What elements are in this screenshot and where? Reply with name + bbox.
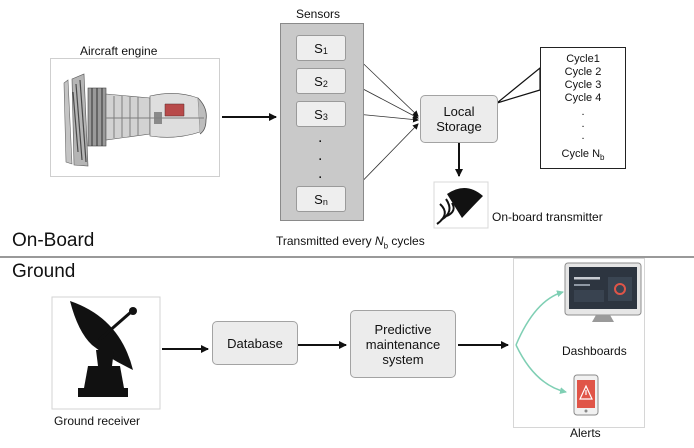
sensor-letter: S <box>314 40 323 56</box>
predictive-maintenance-box: Predictive maintenance system <box>350 310 456 378</box>
cycle-item: . <box>581 130 585 142</box>
section-label-onboard: On-Board <box>12 230 95 251</box>
sensor-ellipsis-dot: . <box>318 129 323 146</box>
transmitter-dish-icon <box>433 181 489 229</box>
alerts-label: Alerts <box>570 426 601 440</box>
pm-line-3: system <box>382 351 424 367</box>
cycle-item: Cycle1 <box>566 53 600 65</box>
sensor-ellipsis-dot: . <box>318 147 323 164</box>
sensor-letter: S <box>314 73 323 89</box>
transmit-caption-suffix: cycles <box>388 234 425 248</box>
cycle-item: . <box>581 106 585 118</box>
pm-line-1: Predictive <box>374 321 432 337</box>
sensor-index: 1 <box>322 46 328 56</box>
cycle-last-sub: b <box>600 153 605 163</box>
outputs-frame <box>513 258 645 428</box>
transmitter-label: On-board transmitter <box>492 210 603 224</box>
arrow-to-alerts <box>515 344 567 395</box>
arrow-to-dashboards <box>515 290 564 346</box>
monitor-dashboard-icon <box>564 262 642 322</box>
phone-alert-icon <box>573 374 599 416</box>
sensor-index: 3 <box>322 112 328 122</box>
database-box: Database <box>212 321 298 365</box>
storage-line-1: Local <box>443 104 475 119</box>
sensors-title: Sensors <box>296 7 341 21</box>
engine-label: Aircraft engine <box>80 44 158 58</box>
sensor-letter: S <box>314 191 323 207</box>
database-label: Database <box>227 335 283 351</box>
engine-frame <box>50 58 220 177</box>
dashboards-label: Dashboards <box>562 344 627 358</box>
transmit-caption: Transmitted every Nb cycles <box>276 234 425 250</box>
cycle-item: Cycle 2 <box>564 66 602 78</box>
pm-line-2: maintenance <box>365 336 441 352</box>
jet-engine-icon <box>63 73 207 167</box>
callout-storage-to-cycles <box>496 66 541 104</box>
section-label-ground: Ground <box>12 261 76 282</box>
sensor-index: 2 <box>322 79 328 89</box>
transmit-caption-sub: b <box>383 241 389 251</box>
storage-line-2: Storage <box>436 119 482 134</box>
transmit-caption-var: N <box>374 234 384 248</box>
cycle-list-box: Cycle1 Cycle 2 Cycle 3 Cycle 4 . . . Cyc… <box>540 47 626 169</box>
cycle-item: Cycle 3 <box>564 79 602 91</box>
local-storage-box: Local Storage <box>420 95 498 143</box>
transmit-caption-prefix: Transmitted every <box>276 234 375 248</box>
cycle-item: Cycle 4 <box>564 92 602 104</box>
cycle-item: . <box>581 118 585 130</box>
cycle-item-last: Cycle Nb <box>541 148 625 164</box>
sensor-letter: S <box>314 106 323 122</box>
cycle-last-text: Cycle N <box>561 148 601 160</box>
sensor-ellipsis-dot: . <box>318 165 323 182</box>
satellite-dish-icon <box>51 296 161 410</box>
receiver-label: Ground receiver <box>54 414 141 428</box>
sensor-index: n <box>322 197 328 207</box>
